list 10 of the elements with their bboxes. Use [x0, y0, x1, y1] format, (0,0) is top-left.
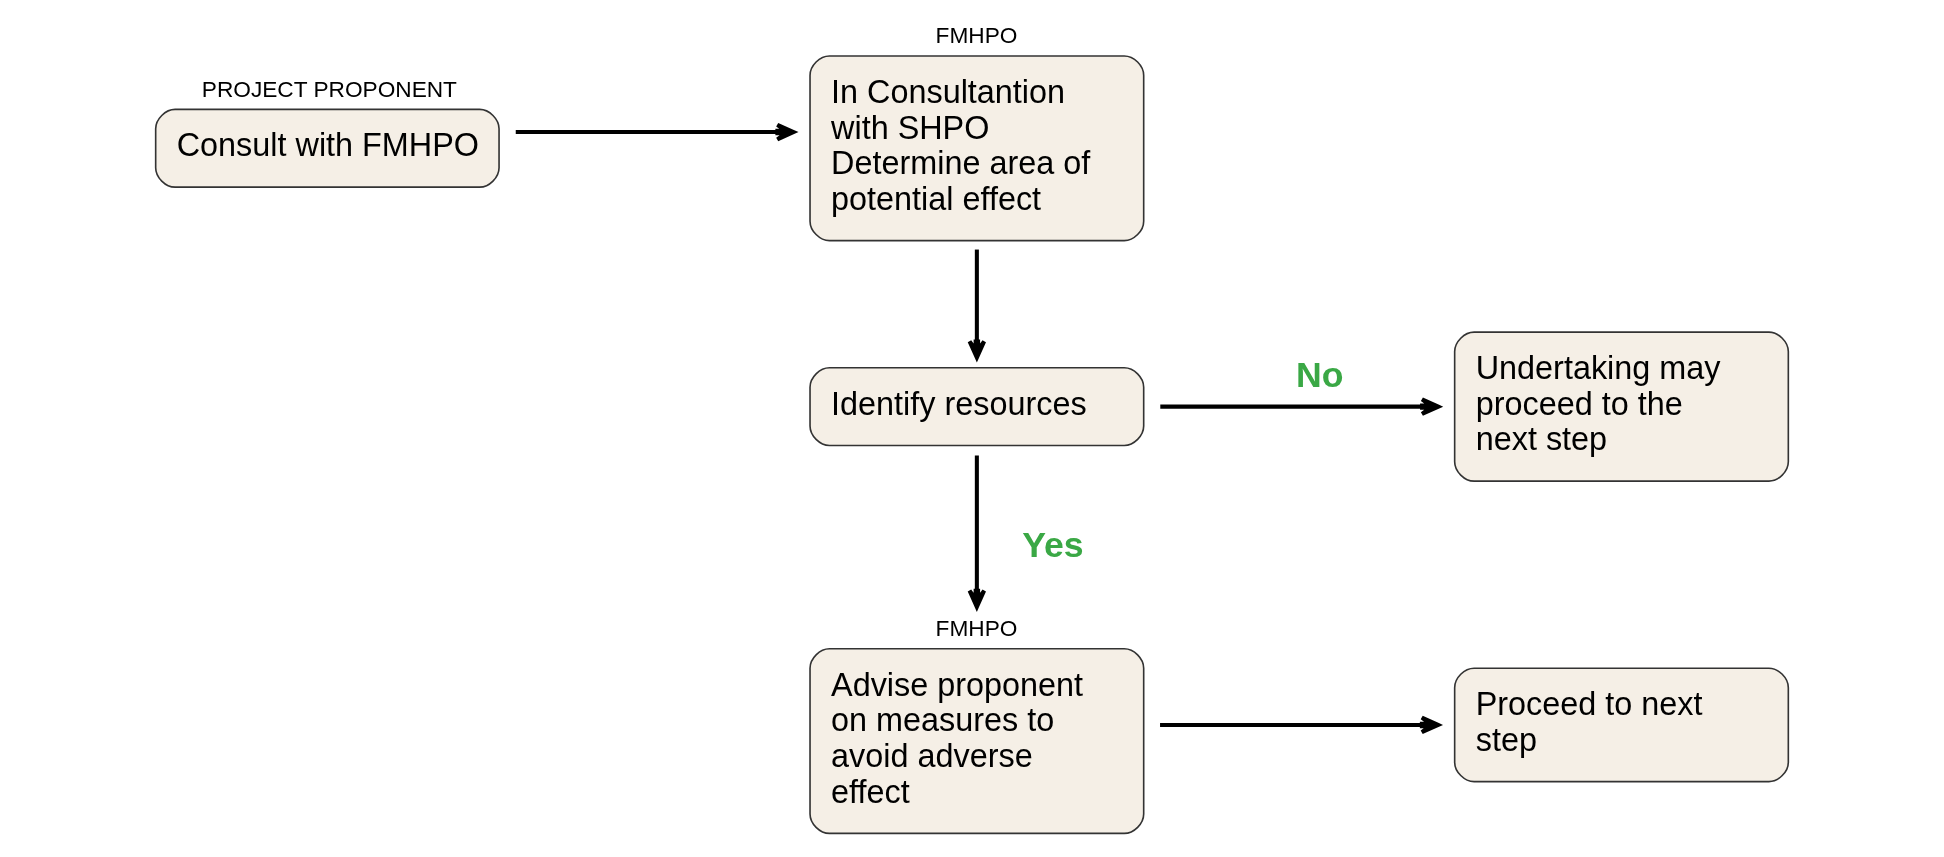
node-label: FMHPO: [935, 22, 1018, 49]
arrow: [1160, 397, 1441, 416]
arrow: [515, 122, 796, 142]
edge-label: No: [1295, 354, 1344, 395]
arrow: [1160, 715, 1441, 735]
arrow: [967, 249, 987, 360]
node-label: PROJECT PROPONENT: [201, 75, 457, 102]
node-label: FMHPO: [935, 615, 1018, 642]
arrow: [967, 455, 987, 609]
edge-label: Yes: [1022, 524, 1084, 565]
